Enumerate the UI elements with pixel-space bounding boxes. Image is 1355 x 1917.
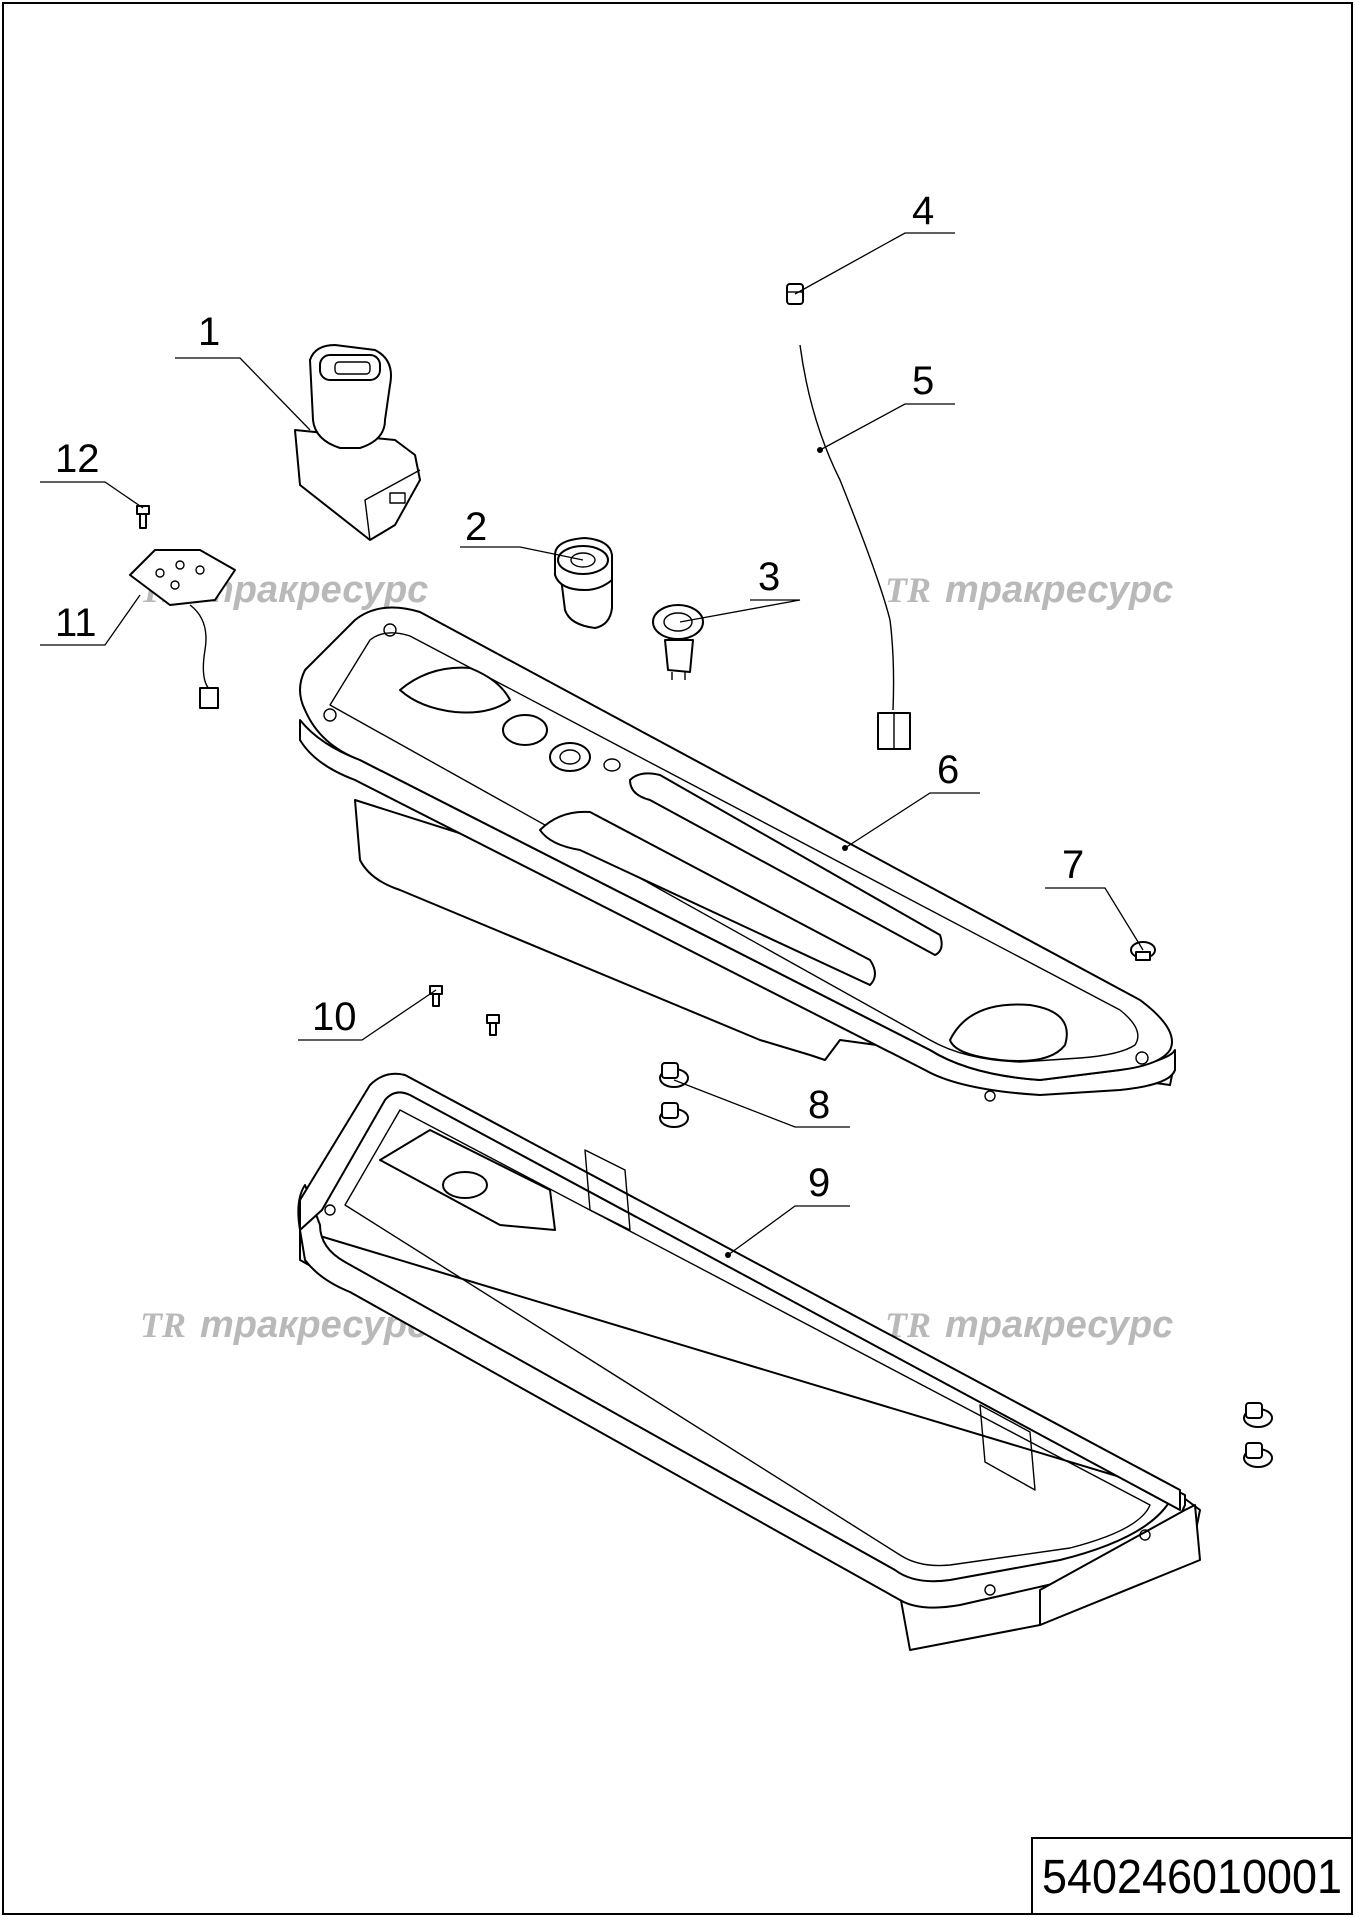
drawing-code-box: 540246010001 — [1031, 1837, 1353, 1915]
console-panel-drawing — [299, 606, 1176, 1102]
screw-12-drawing — [136, 505, 150, 529]
rocker-switch-drawing — [294, 344, 421, 541]
watermark-top-left: TR тракресурс — [140, 569, 428, 611]
callout-7: 7 — [1062, 843, 1084, 887]
watermark-text: тракресурс — [945, 1304, 1173, 1346]
callout-6: 6 — [937, 748, 959, 792]
callout-4: 4 — [912, 189, 934, 233]
callout-11: 11 — [55, 601, 97, 645]
callout-1: 1 — [198, 310, 220, 354]
callout-5: 5 — [912, 359, 934, 403]
callout-3: 3 — [758, 555, 780, 599]
wire-harness-drawing — [799, 344, 911, 750]
usb-socket-drawing — [652, 604, 704, 680]
watermark-text: тракресурс — [200, 569, 428, 611]
screws-10-drawing — [429, 985, 500, 1036]
watermark-bottom-right: TR тракресурс — [885, 1304, 1173, 1346]
mounting-bracket-drawing — [297, 1072, 1201, 1651]
callout-8: 8 — [808, 1083, 830, 1127]
callout-12: 12 — [55, 437, 100, 481]
watermark-logo: TR — [140, 1305, 186, 1345]
callout-2: 2 — [465, 505, 487, 549]
watermark-text: тракресурс — [945, 569, 1173, 611]
callout-9: 9 — [808, 1161, 830, 1205]
drawing-code: 540246010001 — [1042, 1851, 1342, 1904]
callout-10: 10 — [312, 995, 357, 1039]
screw-7-drawing — [1130, 941, 1156, 961]
watermark-logo: TR — [885, 570, 931, 610]
leader-lines — [40, 232, 1144, 1256]
power-socket-drawing — [554, 537, 613, 629]
control-module-drawing — [129, 549, 236, 709]
rivet-nuts-right-drawing — [1243, 1402, 1273, 1468]
rivet-nuts-8-drawing — [659, 1062, 689, 1128]
watermark-top-right: TR тракресурс — [885, 569, 1173, 611]
